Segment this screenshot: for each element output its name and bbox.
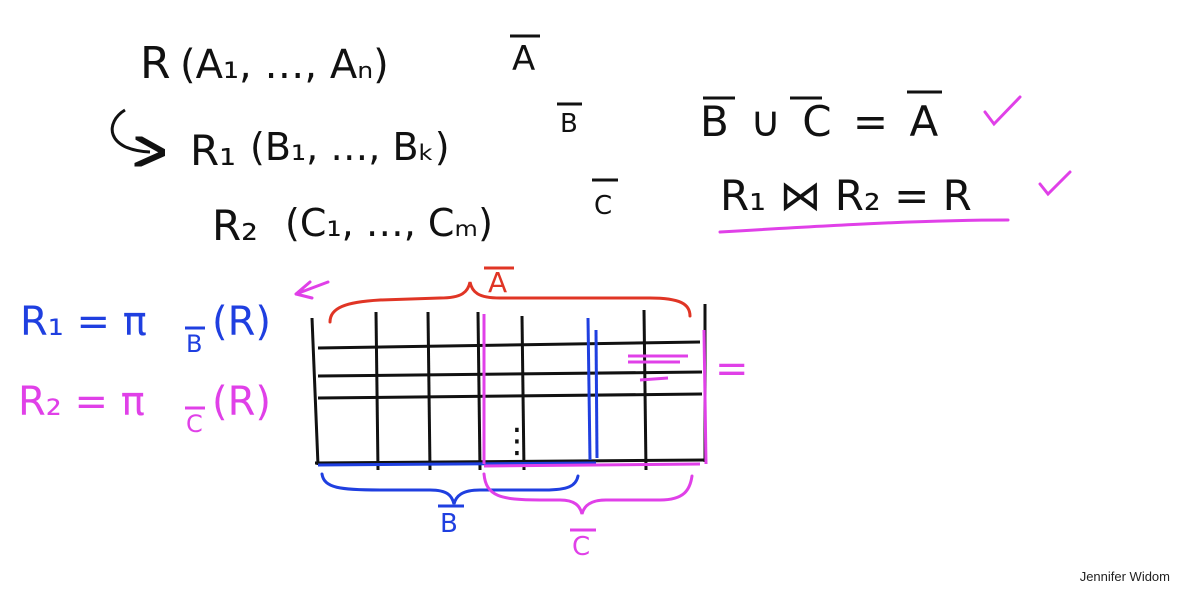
brace-c-label: C	[572, 532, 590, 562]
decompose-arrow-icon	[110, 108, 150, 152]
join-condition: R₁ ⋈ R₂ = R	[720, 171, 972, 220]
brace-b: B	[320, 472, 580, 539]
projection-r2-argument: (R)	[212, 379, 271, 425]
relation-table	[310, 304, 707, 471]
relation-r: R (A₁, …, Aₙ) A	[140, 34, 540, 89]
relation-r-attrs: (A₁, …, Aₙ)	[180, 42, 389, 88]
b-region	[317, 317, 599, 467]
union-condition: B ∪ C = A	[700, 90, 942, 146]
projection-r2-lhs: R₂ = π	[18, 379, 145, 425]
checkmark-icon	[1038, 170, 1072, 197]
c-region	[482, 314, 708, 468]
author-credit: Jennifer Widom	[1079, 569, 1170, 584]
union-condition-text: B ∪ C = A	[700, 97, 942, 146]
brace-a-label: A	[488, 266, 507, 299]
relation-r1: R₁ (B₁, …, Bₖ) B	[190, 102, 582, 175]
join-condition-text: R₁ ⋈ R₂ = R	[720, 171, 972, 220]
relation-r2: R₂ (C₁, …, Cₘ) C	[212, 178, 618, 250]
relation-r2-name: R₂	[212, 201, 258, 250]
relation-r2-attribute-set: C	[594, 191, 612, 221]
equals-mark: =	[715, 346, 749, 392]
join-underline	[718, 218, 1010, 234]
brace-c: C	[482, 472, 694, 562]
relation-r1-attribute-set: B	[560, 109, 578, 139]
projection-r2: R₂ = π C (R)	[18, 379, 271, 438]
relation-r2-attrs: (C₁, …, Cₘ)	[285, 201, 493, 245]
relation-r-name: R	[140, 38, 171, 89]
table-ellipsis: ⋮	[500, 421, 534, 461]
pointer-arrow-icon	[294, 280, 330, 300]
projection-r1-argument: (R)	[212, 299, 271, 345]
projection-r1-lhs: R₁ = π	[20, 299, 147, 345]
relation-r1-attrs: (B₁, …, Bₖ)	[250, 125, 450, 169]
projection-r2-subscript: C	[186, 410, 203, 438]
relation-r1-name: R₁	[190, 126, 236, 175]
checkmark-icon	[983, 95, 1022, 127]
brace-b-label: B	[440, 509, 458, 539]
brace-a: A	[328, 266, 692, 324]
relation-r-attribute-set: A	[512, 39, 535, 79]
projection-r1: R₁ = π B (R)	[20, 299, 271, 358]
projection-r1-subscript: B	[186, 330, 202, 358]
